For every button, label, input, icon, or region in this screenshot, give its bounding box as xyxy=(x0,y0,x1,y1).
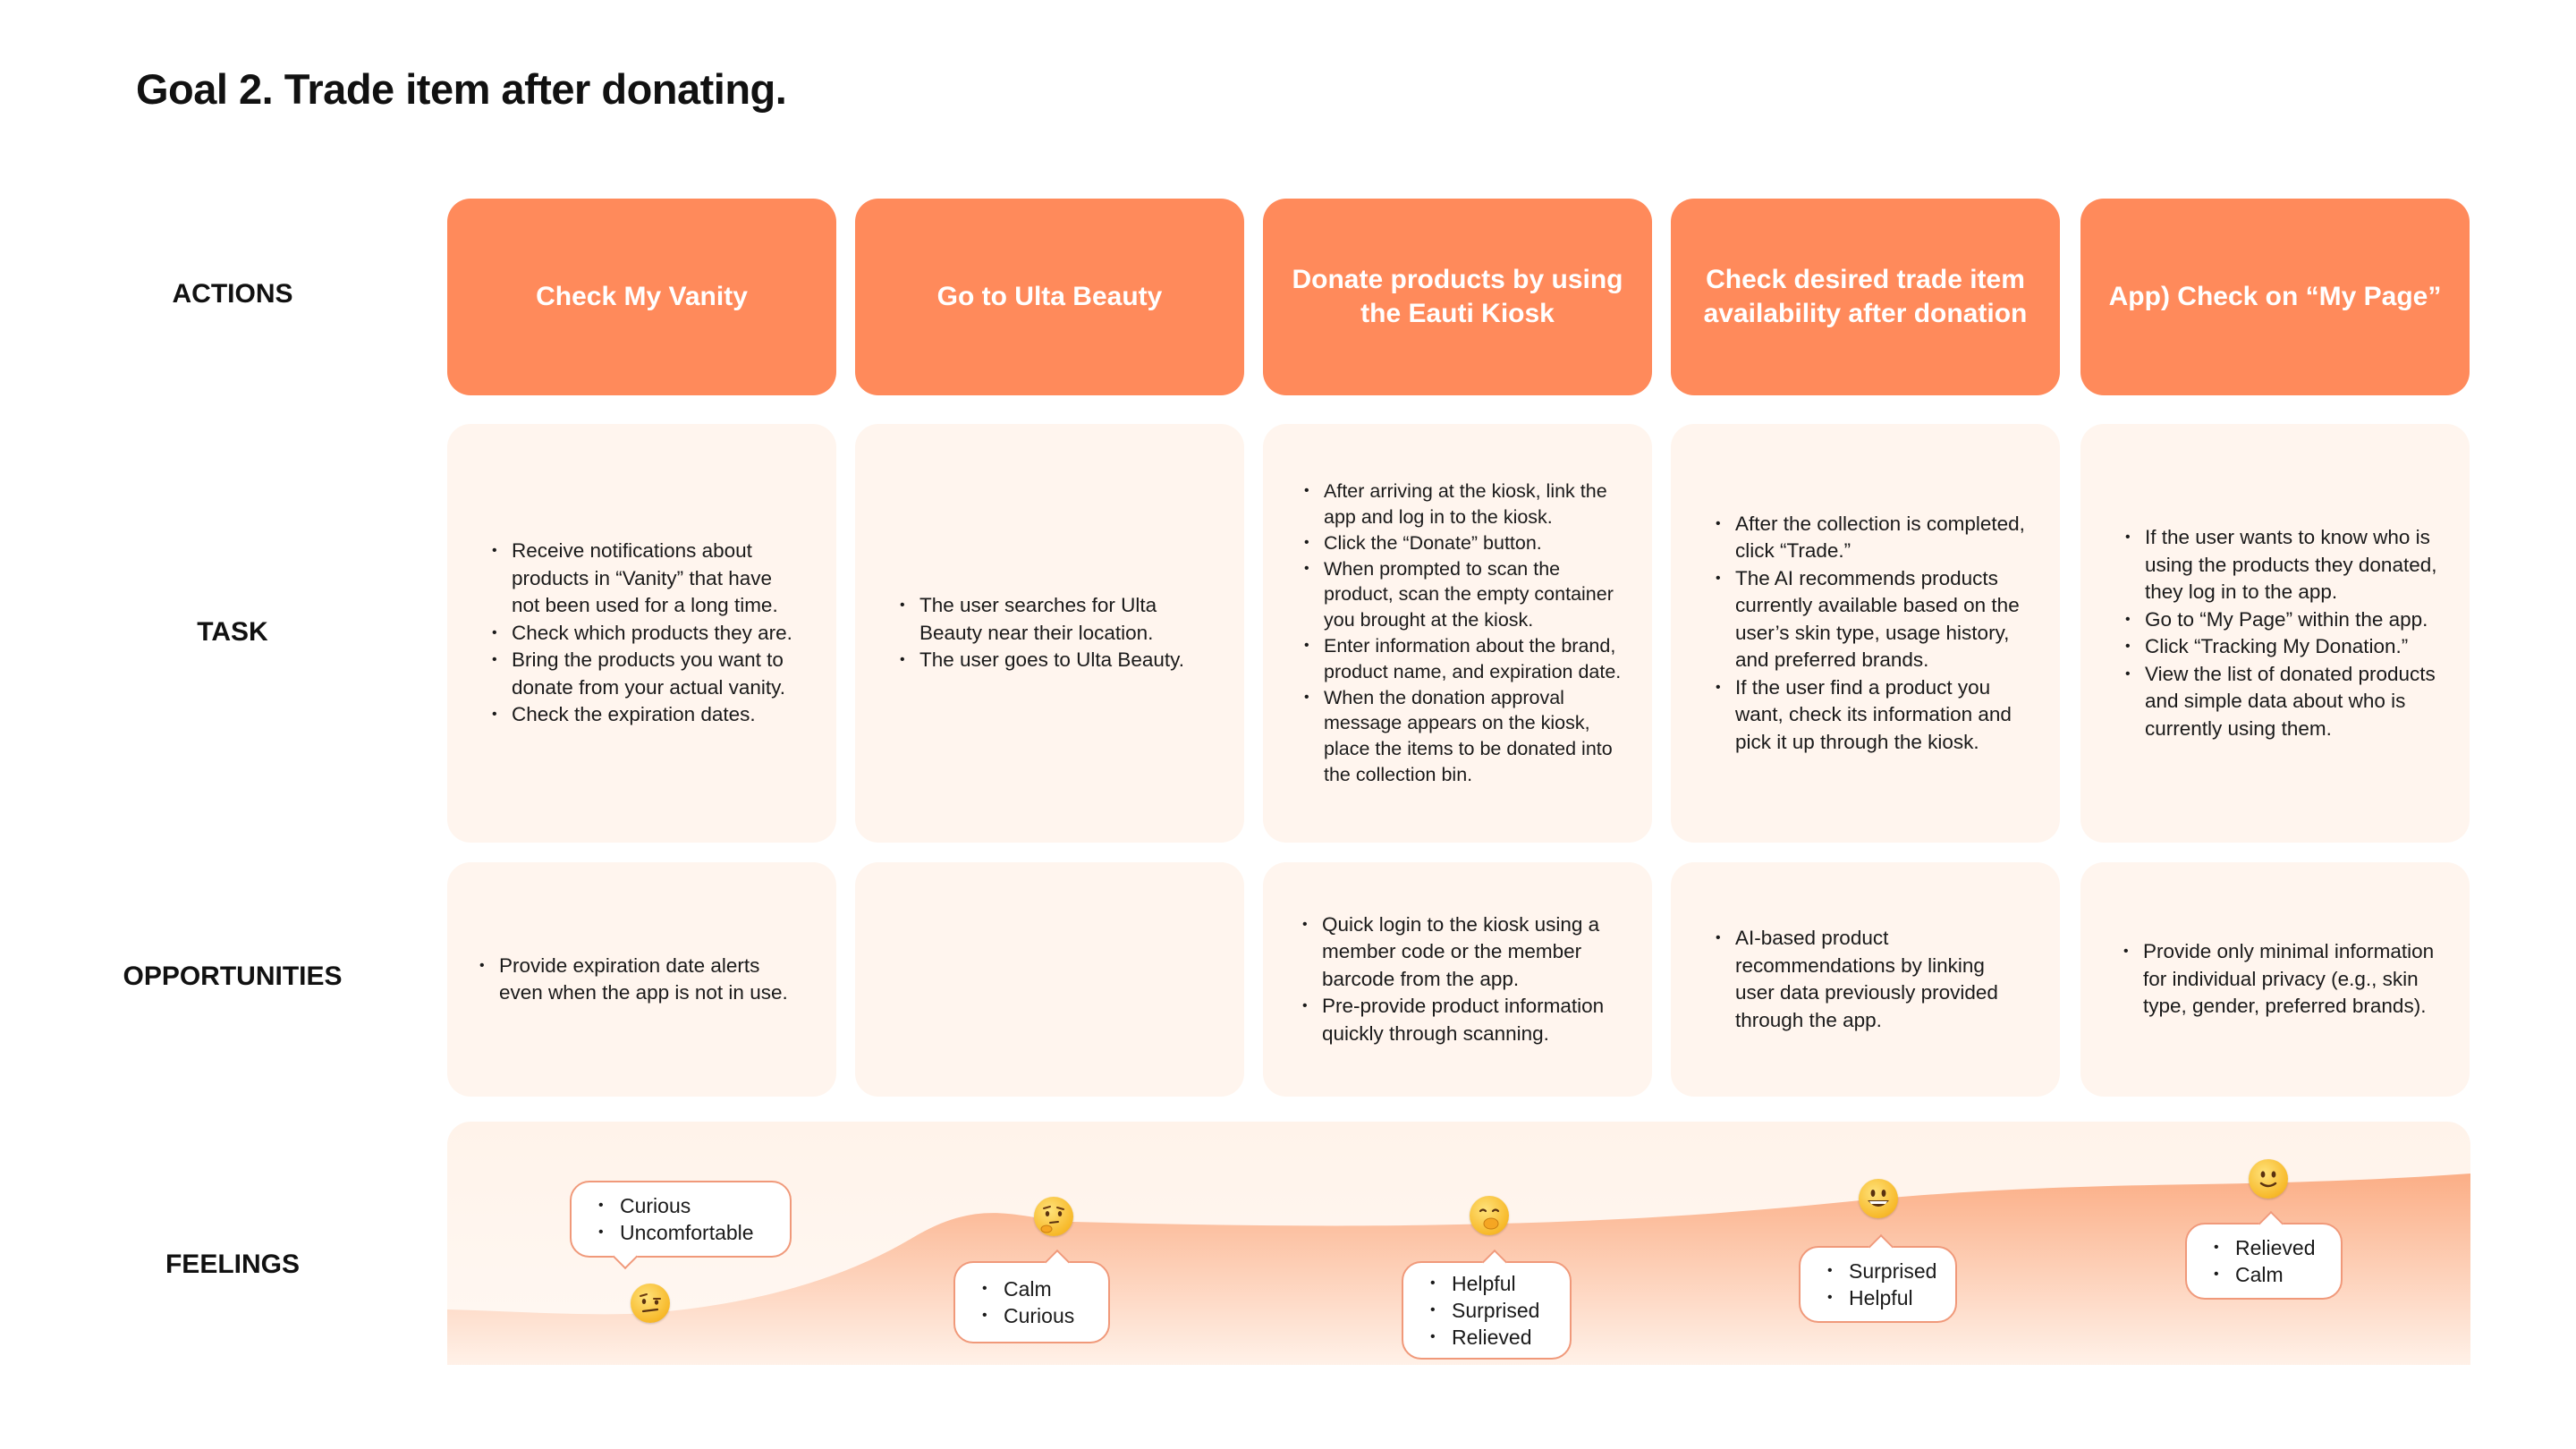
task-item: View the list of donated products and si… xyxy=(2125,661,2437,743)
row-label-actions: ACTIONS xyxy=(172,279,293,309)
feeling-word: Curious xyxy=(598,1192,754,1219)
action-label: Check desired trade item availability af… xyxy=(1703,265,2028,328)
task-item: After arriving at the kiosk, link the ap… xyxy=(1304,479,1622,530)
task-item: The user searches for Ulta Beauty near t… xyxy=(900,592,1212,647)
opportunity-card-2 xyxy=(855,862,1244,1097)
task-item: Receive notifications about products in … xyxy=(492,538,804,620)
task-item: The AI recommends products currently ava… xyxy=(1716,565,2028,674)
opportunity-item: AI-based product recommendations by link… xyxy=(1716,925,2028,1034)
feeling-word: Relieved xyxy=(2214,1234,2316,1261)
action-label: App) Check on “My Page” xyxy=(2108,282,2442,311)
opportunity-card-5: Provide only minimal information for ind… xyxy=(2080,862,2470,1097)
action-label: Check My Vanity xyxy=(536,282,748,311)
action-card-my-page: App) Check on “My Page” xyxy=(2080,199,2470,395)
feeling-bubble-1: Curious Uncomfortable xyxy=(570,1181,792,1270)
raised-eyebrow-face-icon xyxy=(631,1284,670,1323)
feeling-bubble-2: Calm Curious xyxy=(953,1249,1110,1343)
feeling-word: Surprised xyxy=(1430,1297,1539,1324)
action-card-check-trade-item: Check desired trade item availability af… xyxy=(1671,199,2060,395)
task-item: Click the “Donate” button. xyxy=(1304,530,1622,556)
task-card-5: If the user wants to know who is using t… xyxy=(2080,424,2470,843)
feeling-word: Helpful xyxy=(1827,1284,1936,1311)
feeling-bubble-3: Helpful Surprised Relieved xyxy=(1402,1249,1572,1360)
task-item: When prompted to scan the product, scan … xyxy=(1304,556,1622,633)
action-label: Go to Ulta Beauty xyxy=(936,282,1163,311)
action-card-go-to-ulta: Go to Ulta Beauty xyxy=(855,199,1244,395)
smiling-face-icon xyxy=(2249,1159,2288,1199)
opportunity-item: Pre-provide product information quickly … xyxy=(1302,993,1620,1047)
action-card-donate-kiosk: Donate products by using the Eauti Kiosk xyxy=(1263,199,1652,395)
feeling-word: Relieved xyxy=(1430,1324,1539,1351)
task-card-2: The user searches for Ulta Beauty near t… xyxy=(855,424,1244,843)
opportunity-card-1: Provide expiration date alerts even when… xyxy=(447,862,836,1097)
opportunity-item: Provide only minimal information for ind… xyxy=(2123,938,2437,1021)
task-item: If the user wants to know who is using t… xyxy=(2125,524,2437,606)
hand-over-mouth-face-icon xyxy=(1470,1196,1509,1235)
task-card-3: After arriving at the kiosk, link the ap… xyxy=(1263,424,1652,843)
thinking-face-icon xyxy=(1034,1197,1073,1236)
feeling-word: Curious xyxy=(982,1302,1074,1329)
task-item: When the donation approval message appea… xyxy=(1304,685,1622,788)
row-label-opportunities: OPPORTUNITIES xyxy=(123,962,343,991)
task-item: Enter information about the brand, produ… xyxy=(1304,633,1622,685)
page-title: Goal 2. Trade item after donating. xyxy=(136,65,787,113)
task-card-4: After the collection is completed, click… xyxy=(1671,424,2060,843)
feeling-word: Surprised xyxy=(1827,1258,1936,1284)
task-item: After the collection is completed, click… xyxy=(1716,511,2028,565)
action-label: Donate products by using the Eauti Kiosk xyxy=(1292,265,1623,328)
feeling-bubble-5: Relieved Calm xyxy=(2185,1210,2343,1300)
task-card-1: Receive notifications about products in … xyxy=(447,424,836,843)
action-card-check-my-vanity: Check My Vanity xyxy=(447,199,836,395)
task-item: Bring the products you want to donate fr… xyxy=(492,647,804,701)
feeling-word: Helpful xyxy=(1430,1270,1539,1297)
opportunity-item: Provide expiration date alerts even when… xyxy=(479,953,804,1007)
task-item: The user goes to Ulta Beauty. xyxy=(900,647,1212,674)
feeling-word: Uncomfortable xyxy=(598,1219,754,1246)
task-item: Click “Tracking My Donation.” xyxy=(2125,633,2437,661)
task-item: If the user find a product you want, che… xyxy=(1716,674,2028,757)
task-item: Check the expiration dates. xyxy=(492,701,804,729)
row-label-task: TASK xyxy=(197,617,268,647)
feeling-bubble-4: Surprised Helpful xyxy=(1799,1233,1957,1323)
task-item: Check which products they are. xyxy=(492,620,804,648)
feeling-word: Calm xyxy=(982,1275,1074,1302)
opportunity-card-3: Quick login to the kiosk using a member … xyxy=(1263,862,1652,1097)
opportunity-card-4: AI-based product recommendations by link… xyxy=(1671,862,2060,1097)
task-item: Go to “My Page” within the app. xyxy=(2125,606,2437,634)
grinning-face-icon xyxy=(1859,1179,1898,1218)
row-label-feelings: FEELINGS xyxy=(165,1250,300,1279)
feeling-word: Calm xyxy=(2214,1261,2316,1288)
opportunity-item: Quick login to the kiosk using a member … xyxy=(1302,911,1620,994)
